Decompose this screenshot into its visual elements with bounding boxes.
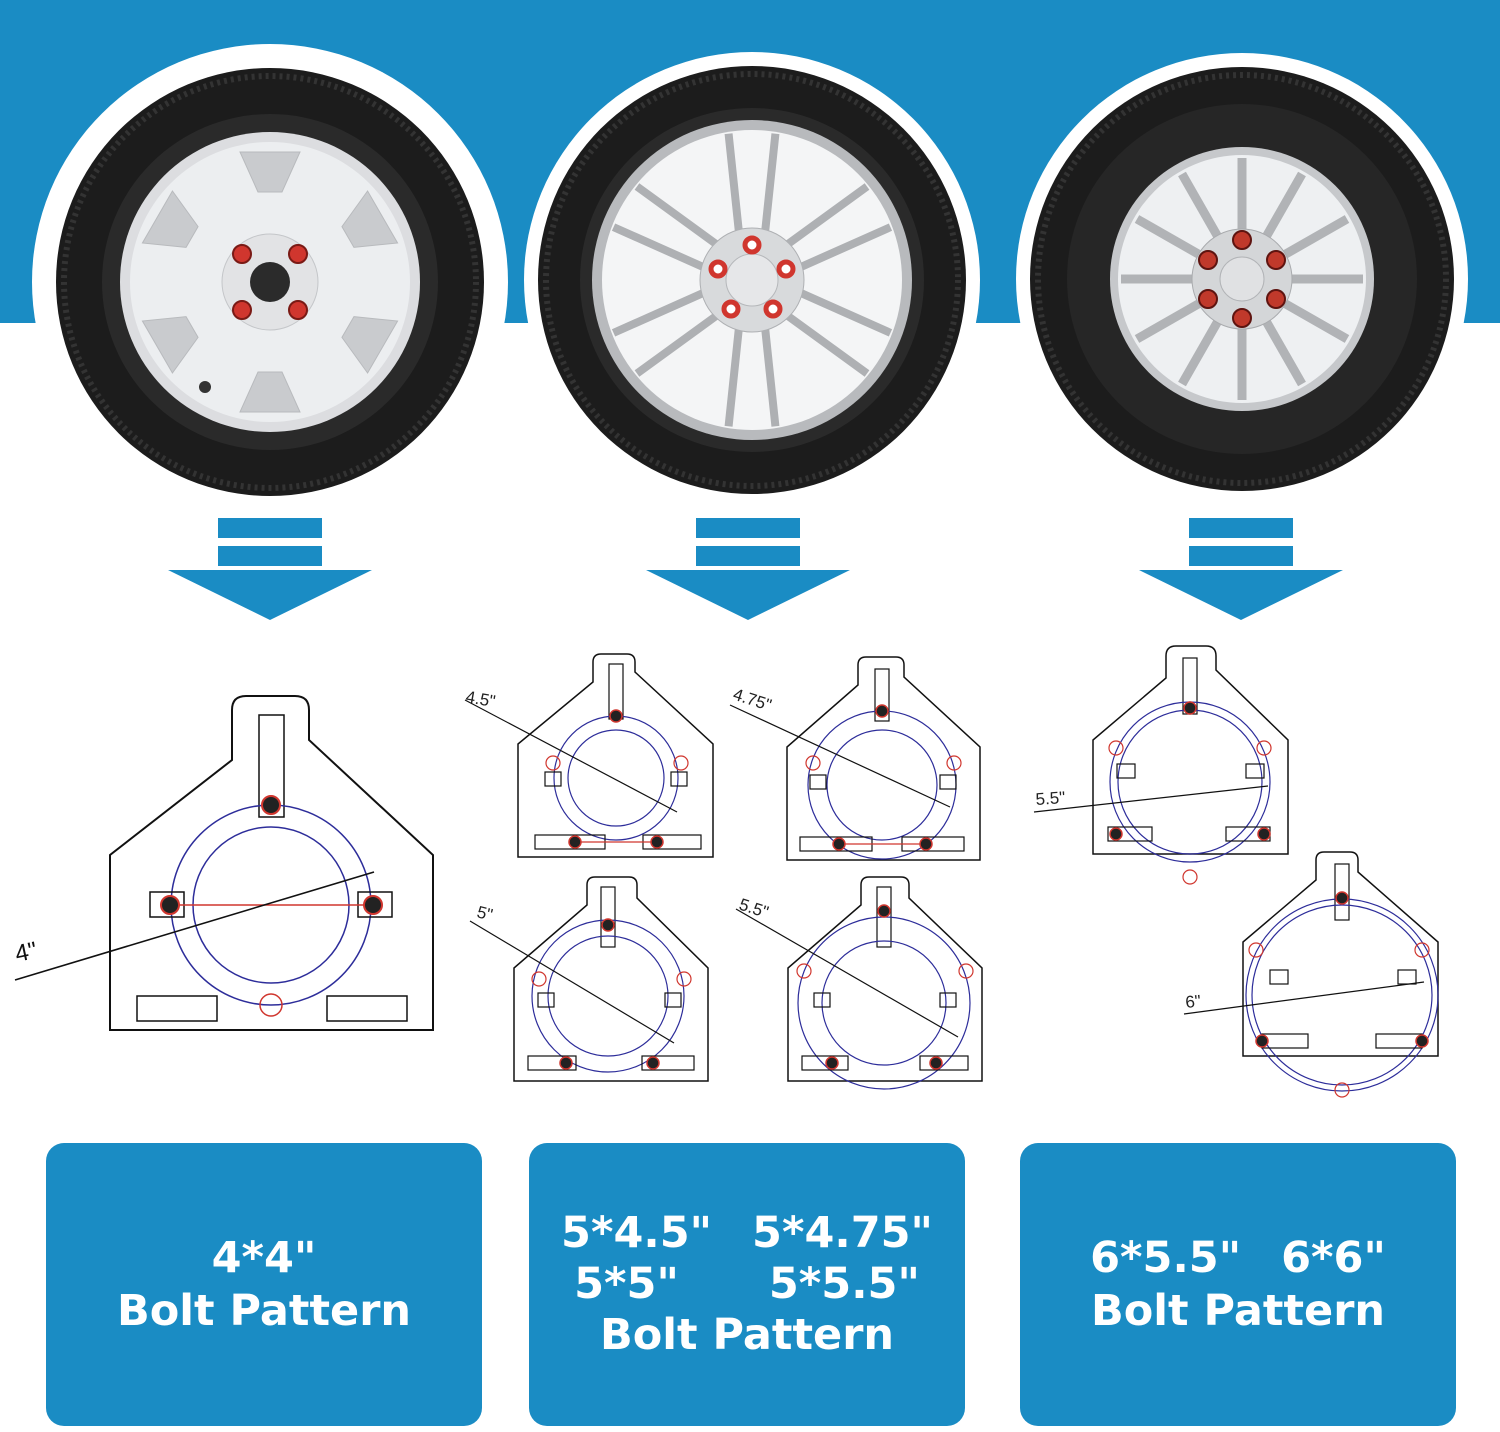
wheel-6-lug-image	[1016, 53, 1468, 505]
dimension-label: 6"	[1184, 991, 1201, 1012]
pattern-caption: Bolt Pattern	[116, 1285, 412, 1336]
dimension-label: 4.5"	[464, 687, 497, 711]
dimension-label: 4"	[13, 937, 40, 968]
down-arrow-icon	[1139, 518, 1343, 620]
bolt-pattern-diagram-6x5.5: 5.5"	[1033, 645, 1289, 885]
bolt-pattern-diagram-5x5.5: 5.5"	[735, 876, 983, 1090]
label-card-5-lug: 5*4.5" 5*4.75" 5*5" 5*5.5" Bolt Pattern	[529, 1143, 965, 1426]
label-card-6-lug: 6*5.5" 6*6" Bolt Pattern	[1020, 1143, 1456, 1426]
pattern-size: 5*5"	[574, 1259, 679, 1310]
pattern-size: 5*4.75"	[752, 1208, 933, 1259]
dimension-label: 5"	[475, 902, 495, 924]
pattern-size: 6*6"	[1281, 1233, 1386, 1284]
bolt-pattern-diagram-5x5: 5"	[469, 876, 709, 1082]
wheel-4-lug-image	[32, 44, 508, 520]
pattern-size: 5*5.5"	[768, 1259, 920, 1310]
bolt-pattern-diagram-5x4.75: 4.75"	[729, 656, 981, 861]
down-arrow-icon	[168, 518, 372, 620]
pattern-caption: Bolt Pattern	[599, 1309, 895, 1360]
dimension-label: 4.75"	[731, 685, 774, 715]
pattern-caption: Bolt Pattern	[1090, 1285, 1386, 1336]
pattern-size: 5*4.5"	[561, 1208, 713, 1259]
bolt-pattern-diagram-4x4: 4"	[13, 695, 434, 1031]
dimension-label: 5.5"	[737, 895, 771, 922]
down-arrow-icon	[646, 518, 850, 620]
pattern-size: 6*5.5"	[1090, 1233, 1242, 1284]
wheel-5-lug-image	[524, 52, 980, 508]
dimension-label: 5.5"	[1035, 788, 1066, 809]
bolt-pattern-diagram-6x6: 6"	[1183, 851, 1439, 1098]
pattern-size: 4*4"	[211, 1233, 317, 1284]
label-card-4-lug: 4*4" Bolt Pattern	[46, 1143, 482, 1426]
bolt-pattern-diagram-5x4.5: 4.5"	[464, 653, 714, 858]
